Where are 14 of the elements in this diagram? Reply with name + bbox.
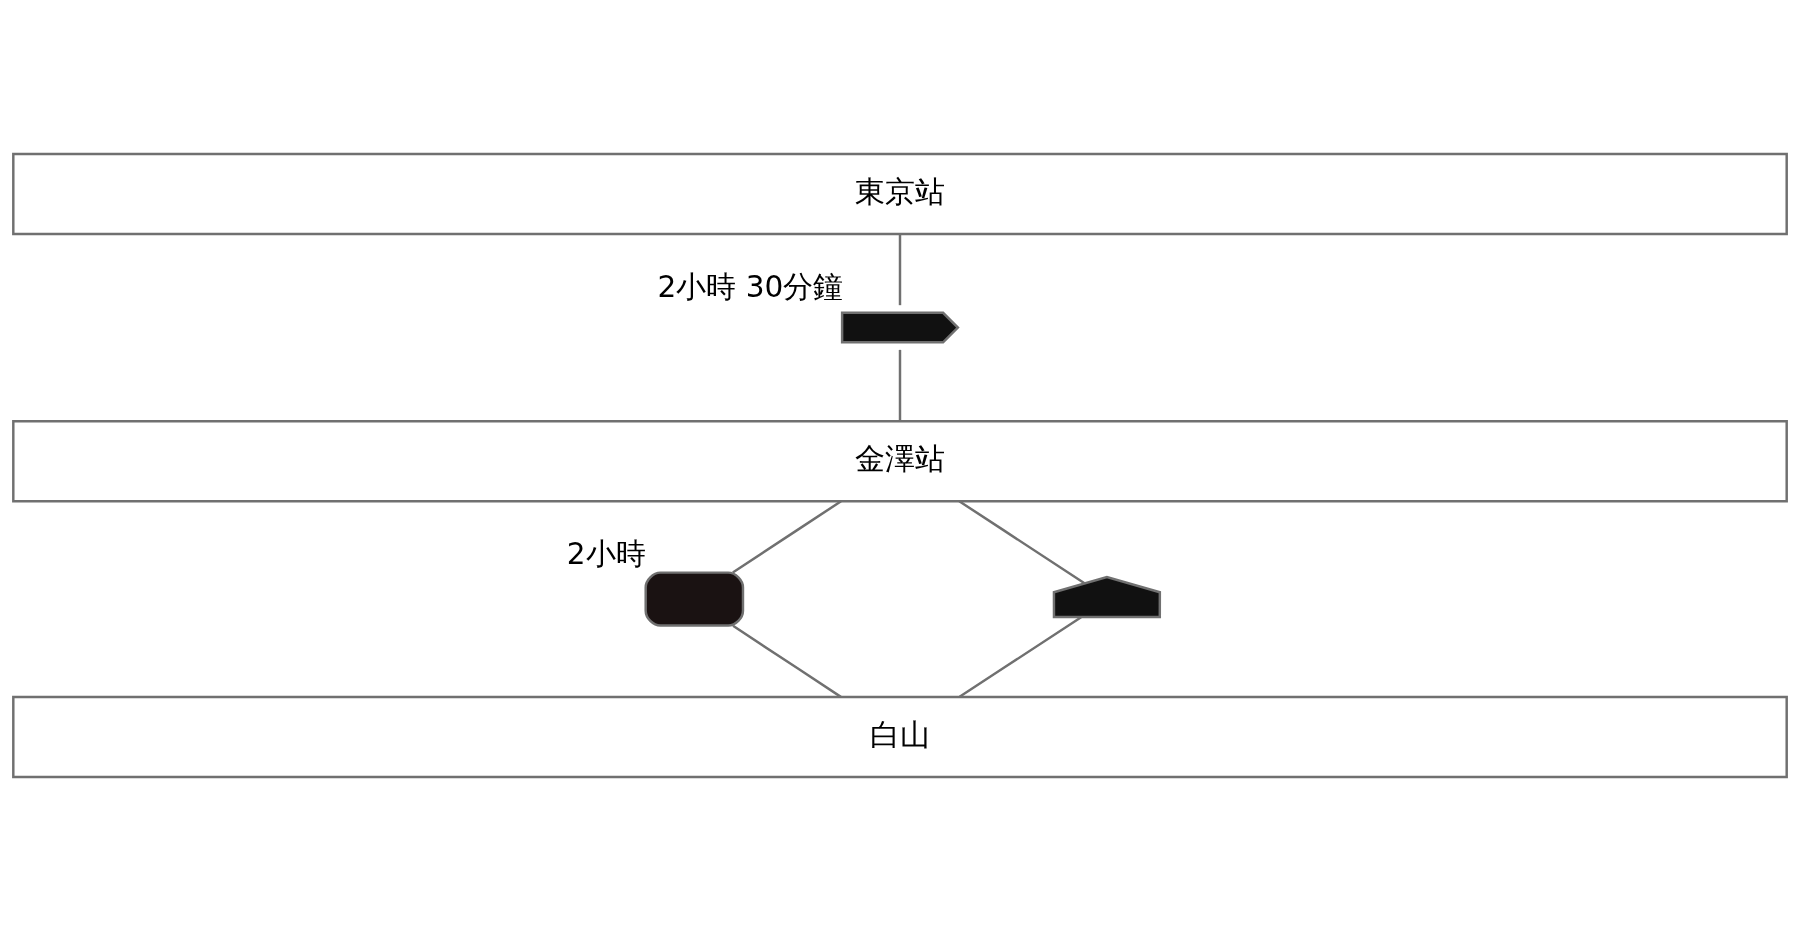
node-box: 東京站 bbox=[12, 152, 1788, 235]
node-label: 2小時 30分鐘 bbox=[657, 269, 844, 304]
node-bus bbox=[644, 570, 745, 627]
node-box: 白山 bbox=[12, 695, 1788, 778]
node-car bbox=[1052, 575, 1162, 618]
connector bbox=[898, 233, 902, 305]
connector bbox=[898, 349, 902, 421]
connector bbox=[732, 624, 842, 698]
connector bbox=[958, 499, 1086, 584]
node-train bbox=[840, 311, 960, 344]
connector bbox=[958, 615, 1082, 698]
node-label: 2小時 bbox=[566, 536, 646, 571]
node-box: 金澤站 bbox=[12, 419, 1788, 502]
connector bbox=[732, 499, 842, 574]
